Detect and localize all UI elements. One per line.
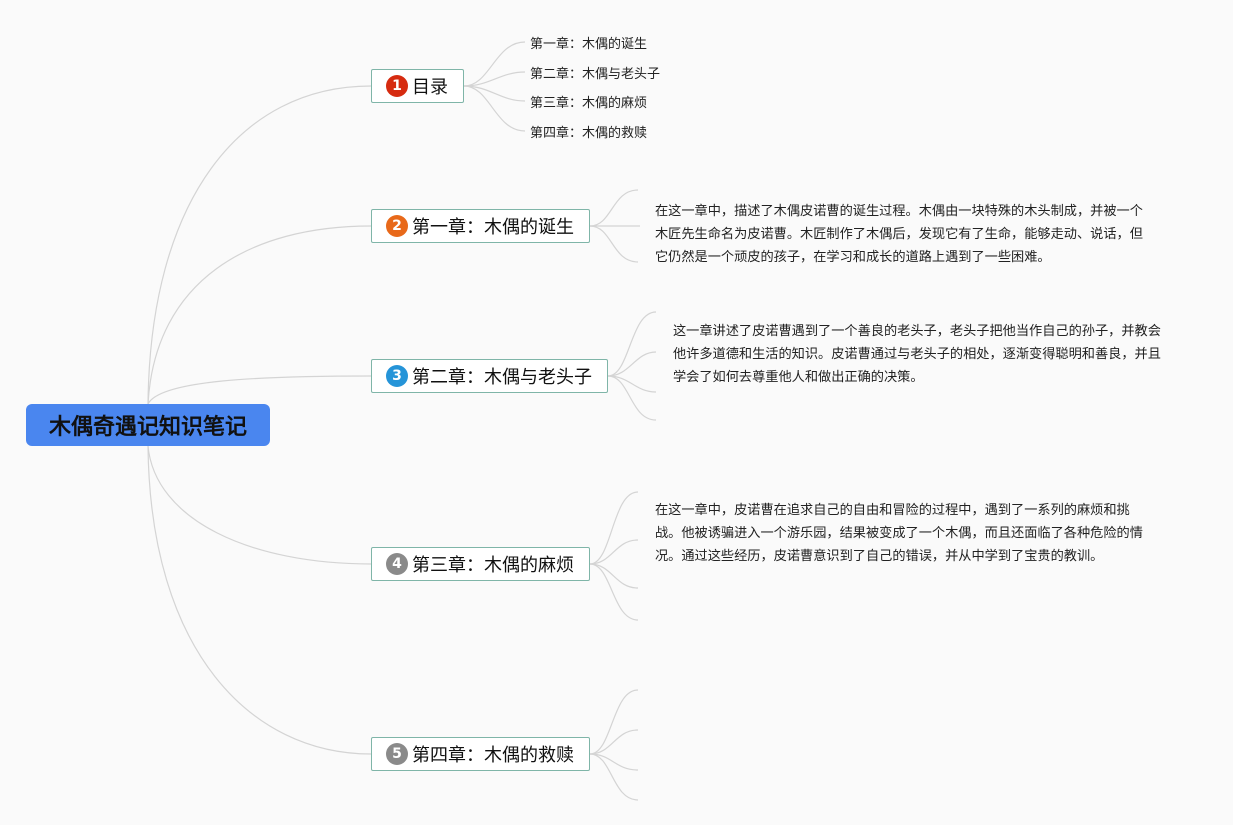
number-1-icon: 1 <box>386 75 408 97</box>
branch-label: 第二章：木偶与老头子 <box>412 367 592 388</box>
number-5-icon: 5 <box>386 743 408 765</box>
branch-label: 第三章：木偶的麻烦 <box>412 555 574 576</box>
connector-root-ch4 <box>147 445 372 755</box>
branch-toc[interactable]: 1 目录 <box>371 69 464 103</box>
connector-root-ch2 <box>147 375 372 405</box>
branch-label: 第一章：木偶的诞生 <box>412 217 574 238</box>
chapter-1-summary[interactable]: 在这一章中，描述了木偶皮诺曹的诞生过程。木偶由一块特殊的木头制成，并被一个木匠先… <box>655 204 1143 265</box>
toc-item-chapter-2[interactable]: 第二章：木偶与老头子 <box>530 67 661 82</box>
chapter-2-summary[interactable]: 这一章讲述了皮诺曹遇到了一个善良的老头子，老头子把他当作自己的孙子，并教会他许多… <box>673 324 1161 385</box>
number-2-icon: 2 <box>386 215 408 237</box>
connector-root-toc <box>147 85 372 405</box>
branch-chapter-3[interactable]: 4 第三章：木偶的麻烦 <box>371 547 590 581</box>
chapter-3-summary[interactable]: 在这一章中，皮诺曹在追求自己的自由和冒险的过程中，遇到了一系列的麻烦和挑战。他被… <box>655 503 1143 564</box>
toc-item-chapter-1[interactable]: 第一章：木偶的诞生 <box>530 37 648 52</box>
branch-label: 第四章：木偶的救赎 <box>412 745 574 766</box>
toc-item-chapter-4[interactable]: 第四章：木偶的救赎 <box>530 126 648 141</box>
branch-chapter-1[interactable]: 2 第一章：木偶的诞生 <box>371 209 590 243</box>
number-3-icon: 3 <box>386 365 408 387</box>
root-topic[interactable]: 木偶奇遇记知识笔记 <box>26 404 270 446</box>
root-title: 木偶奇遇记知识笔记 <box>48 415 247 440</box>
toc-item-chapter-3[interactable]: 第三章：木偶的麻烦 <box>530 96 648 111</box>
branch-chapter-4[interactable]: 5 第四章：木偶的救赎 <box>371 737 590 771</box>
number-4-icon: 4 <box>386 553 408 575</box>
connector-root-ch3 <box>147 445 372 565</box>
branch-label: 目录 <box>412 77 448 98</box>
branch-chapter-2[interactable]: 3 第二章：木偶与老头子 <box>371 359 608 393</box>
connector-root-ch1 <box>147 225 372 405</box>
